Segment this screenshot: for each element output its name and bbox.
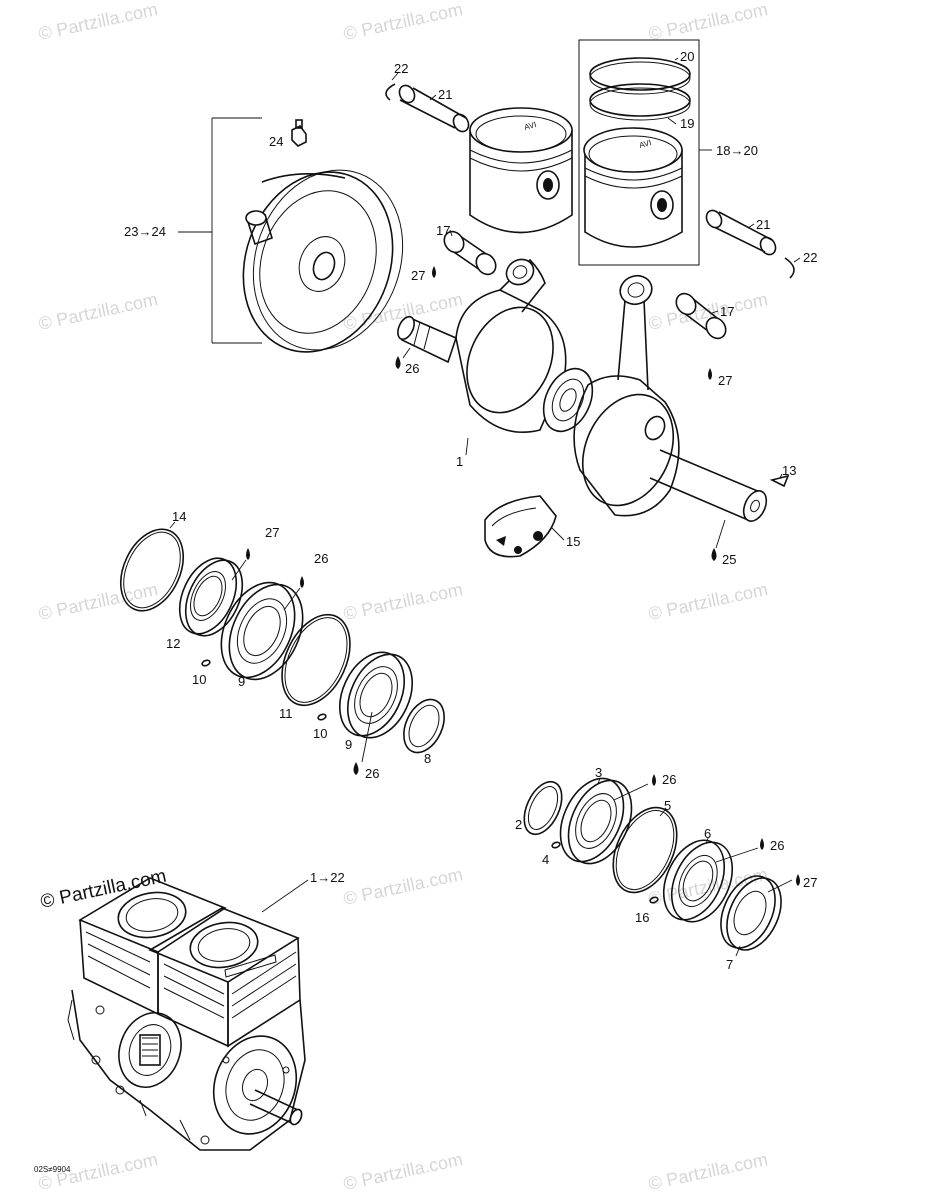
callout-10: 10 [313, 726, 327, 741]
callout-25: 25 [722, 552, 736, 567]
oil-seal-7: 7 [720, 875, 782, 972]
lubricant-27-right: 27 [767, 874, 817, 893]
piston-marking: AVI [523, 120, 537, 132]
callout-27: 27 [265, 525, 279, 540]
callout-4: 4 [542, 852, 549, 867]
watermark: © Partzilla.com [37, 579, 160, 624]
oil-seal-12: 12 [166, 557, 244, 651]
watermark: © Partzilla.com [342, 864, 465, 909]
callout-7: 7 [726, 957, 733, 972]
callout-24: 24 [269, 134, 283, 149]
callout-27: 27 [718, 373, 732, 388]
rotor-bracket: 23→24 [124, 117, 262, 344]
callout-12: 12 [166, 636, 180, 651]
callout-1: 1 [456, 454, 463, 469]
rotor-nut: 24 [269, 119, 307, 149]
needle-bearing-left: 17 27 [411, 223, 497, 283]
callout-26: 26 [770, 838, 784, 853]
circlip-11: 11 [279, 613, 351, 721]
circlip-upper: 22 [385, 61, 408, 101]
callout-22: 22 [394, 61, 408, 76]
retaining-ring-15: 15 [484, 495, 580, 558]
callout-9: 9 [238, 674, 245, 689]
needle-bearing-right: 17 27 [675, 292, 734, 388]
ball-bearing-9-upper: 9 [220, 581, 304, 689]
callout-8: 8 [424, 751, 431, 766]
lubricant-25: 25 [711, 519, 736, 567]
piston-right: AVI [583, 127, 683, 248]
callout-26: 26 [314, 551, 328, 566]
callout-20: 20 [680, 49, 694, 64]
callout-16: 16 [635, 910, 649, 925]
callout-10: 10 [192, 672, 206, 687]
callout-2: 2 [515, 817, 522, 832]
engine-assembly: 1→22 [67, 870, 345, 1151]
callout-5: 5 [664, 798, 671, 813]
callout-11: 11 [279, 706, 293, 721]
piston-kit-box: 18→20 [578, 39, 758, 266]
callout-18-20: 18→20 [716, 143, 758, 158]
callout-1-22: 1→22 [310, 870, 345, 885]
crankshaft: 1 [397, 258, 768, 522]
piston-marking: AVI [638, 138, 652, 150]
wrist-pin-upper: 21 [398, 84, 470, 133]
ball-bearing-3: 3 [559, 765, 633, 865]
callout-21: 21 [756, 217, 770, 232]
lubricant-26-lower: 26 [353, 711, 379, 781]
pin-10-upper: 10 [192, 659, 211, 687]
callout-19: 19 [680, 116, 694, 131]
lubricant-27-seal: 27 [231, 525, 279, 581]
lubricant-26-right-b: 26 [715, 838, 784, 863]
lubricant-26-crank: 26 [395, 347, 419, 376]
pin-16: 16 [635, 896, 659, 925]
callout-26: 26 [662, 772, 676, 787]
diagram-code: 02S≠9904 [34, 1165, 71, 1174]
lubricant-26-right-a: 26 [613, 772, 676, 801]
piston-rings: 20 19 [589, 49, 694, 131]
callout-26: 26 [405, 361, 419, 376]
callout-15: 15 [566, 534, 580, 549]
callout-17: 17 [720, 304, 734, 319]
watermark: © Partzilla.com [342, 579, 465, 624]
magneto-rotor [242, 169, 404, 353]
callout-23-24: 23→24 [124, 224, 166, 239]
callout-26: 26 [365, 766, 379, 781]
callout-17: 17 [436, 223, 450, 238]
callout-9: 9 [345, 737, 352, 752]
pin-10-lower: 10 [313, 713, 327, 741]
watermark: © Partzilla.com [342, 0, 465, 44]
callout-13: 13 [782, 463, 796, 478]
woodruff-key: 13 [769, 463, 796, 488]
circlip-5: 5 [612, 798, 678, 894]
ball-bearing-9-lower: 9 [339, 651, 413, 752]
watermark: © Partzilla.com [342, 1149, 465, 1194]
gasket-14: 14 [119, 509, 186, 612]
callout-22: 22 [803, 250, 817, 265]
callout-27: 27 [411, 268, 425, 283]
callout-3: 3 [595, 765, 602, 780]
piston-left: AVI [469, 107, 573, 234]
pin-4: 4 [542, 841, 561, 867]
ball-bearing-6: 6 [662, 826, 734, 923]
watermark: © Partzilla.com [647, 579, 770, 624]
callout-21: 21 [438, 87, 452, 102]
callout-6: 6 [704, 826, 711, 841]
wrist-pin-right: 21 [705, 209, 777, 256]
watermark: © Partzilla.com [37, 0, 160, 44]
watermark: © Partzilla.com [647, 1149, 770, 1194]
spacer-ring-2: 2 [515, 780, 563, 836]
callout-14: 14 [172, 509, 186, 524]
spacer-ring-8: 8 [403, 698, 445, 766]
watermark: © Partzilla.com [37, 289, 160, 334]
callout-27: 27 [803, 875, 817, 890]
watermark: © Partzilla.com [647, 0, 770, 44]
circlip-right: 22 [784, 250, 817, 279]
lubricant-26-bearing: 26 [283, 551, 328, 611]
